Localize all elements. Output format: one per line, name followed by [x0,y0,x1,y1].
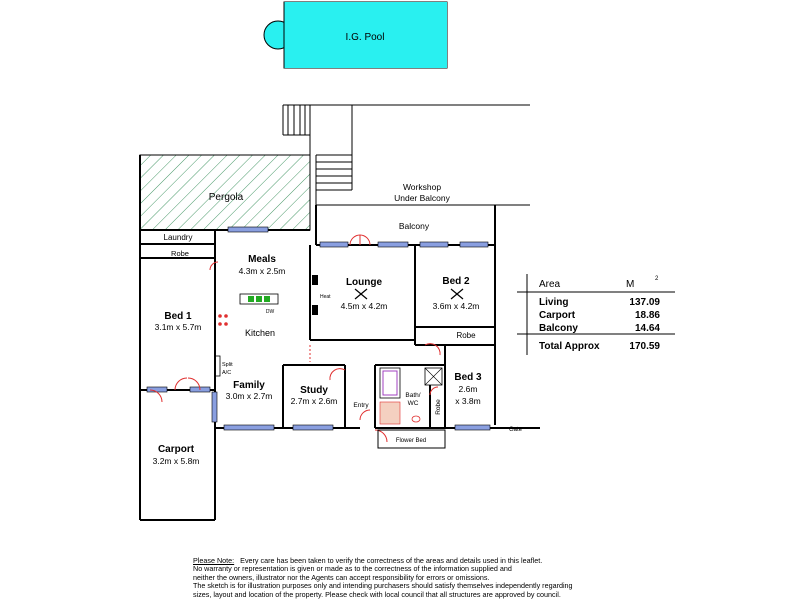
cooktop-icon [218,322,222,326]
note-line: Every care has been taken to verify the … [240,556,543,565]
carport-size: 3.2m x 5.8m [153,456,200,466]
entry-label: Entry [353,402,369,409]
window [227,226,269,233]
heat-label: Heat [320,294,331,300]
heater [312,275,318,285]
workshop-label: Under Balcony [394,193,451,203]
stairs [282,104,530,220]
split-ac-label: A/C [222,370,231,376]
disclaimer-note: Please Note: Every care has been taken t… [193,556,623,599]
area-header: Area [539,279,561,290]
bed3-size: x 3.8m [455,396,481,406]
note-heading: Please Note: [193,556,235,565]
meals-label: Meals [248,254,276,265]
area-unit-sup: 2 [655,276,659,282]
kitchen-fittings [214,275,318,377]
stove [248,296,254,302]
area-row-label: Balcony [539,323,578,334]
window [454,424,491,431]
lounge-label: Lounge [346,277,383,288]
note-line: neither the owners, illustrator nor the … [193,572,490,582]
area-row-label: Living [539,297,568,308]
area-row-label: Carport [539,310,576,321]
cooktop-icon [224,322,228,326]
vanity [379,401,401,425]
kitchen-label: Kitchen [245,328,275,338]
area-row-value: 18.86 [635,310,660,321]
bathtub [382,370,398,396]
lounge-size: 4.5m x 4.2m [341,301,388,311]
kitchen-bench [239,293,279,305]
robe-label: Robe [456,331,476,340]
window [223,424,275,431]
split-ac-label: Split [222,362,233,368]
area-total-value: 170.59 [629,341,660,352]
room-labels: Pergola Workshop Under Balcony Balcony L… [153,182,523,466]
dw-label: DW [266,309,275,315]
bed1-label: Bed 1 [164,311,192,322]
bed1-size: 3.1m x 5.7m [155,322,202,332]
area-row-value: 137.09 [629,297,660,308]
flower-bed-label: Flower Bed [396,438,426,444]
cooktop-icon [218,314,222,318]
window [419,241,449,248]
bed2-size: 3.6m x 4.2m [433,301,480,311]
robe-label: Robe [171,249,189,258]
study-label: Study [300,385,328,396]
carport-label: Carport [158,444,195,455]
heater [312,305,318,315]
stove [256,296,262,302]
bathroom-fittings [379,367,443,425]
window [211,391,218,423]
doors [149,234,441,443]
balcony-label: Balcony [399,221,430,231]
window [319,241,349,248]
window [459,241,489,248]
ceiling-fan-icon [354,288,464,300]
toilet-icon [411,415,421,423]
pool-label: I.G. Pool [346,32,385,43]
bed3-size: 2.6m [459,384,478,394]
stove [264,296,270,302]
gate-label: Gate [509,427,523,433]
window [377,241,409,248]
walls [139,155,540,521]
family-size: 3.0m x 2.7m [226,391,273,401]
area-table: Area M 2 Living 137.09 Carport 18.86 Bal… [539,276,660,352]
note-line: sizes, layout and location of the proper… [193,589,561,599]
split-ac-unit [214,355,221,377]
bed3-label: Bed 3 [454,372,482,383]
area-unit: M [626,279,634,290]
note-line: The sketch is for illustration purposes … [193,581,573,591]
cooktop-icon [224,314,228,318]
study-size: 2.7m x 2.6m [291,396,338,406]
family-label: Family [233,380,265,391]
pool: I.G. Pool [263,1,448,69]
bath-label: WC [408,400,419,407]
bed2-label: Bed 2 [442,276,470,287]
bath-label: Bath/ [405,392,420,399]
flower-bed-box [377,429,446,449]
area-total-label: Total Approx [539,341,600,352]
workshop-label: Workshop [403,182,441,192]
pergola-label: Pergola [209,192,244,203]
pergola-area [139,154,311,231]
area-table-lines [517,274,675,355]
area-row-value: 14.64 [635,323,660,334]
note-line: No warranty or representation is given o… [193,564,512,574]
laundry-label: Laundry [164,233,193,242]
meals-size: 4.3m x 2.5m [239,266,286,276]
robe-label: Robe [435,399,442,415]
window [292,424,334,431]
